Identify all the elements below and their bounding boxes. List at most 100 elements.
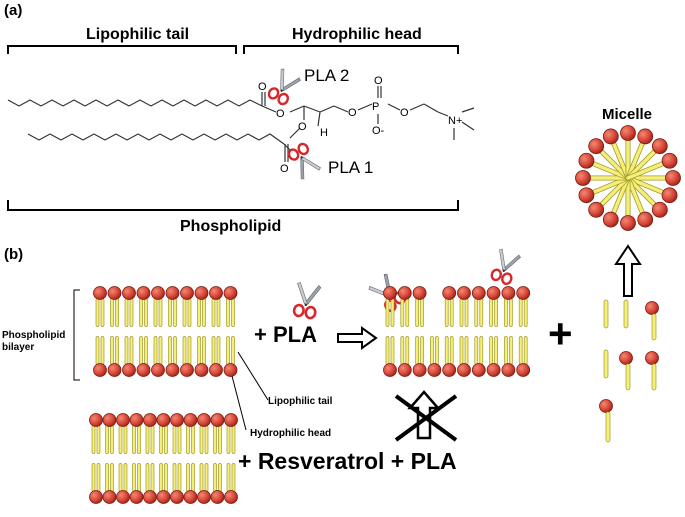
lipid-tail — [137, 425, 141, 454]
lipid-tail — [124, 298, 129, 327]
callout-lines — [73, 289, 269, 431]
atom-o-ester-upper: O — [276, 108, 285, 120]
lipid-head — [661, 187, 678, 204]
scissor-handle — [297, 142, 310, 156]
phospholipid-bilayer — [93, 286, 238, 377]
lipid-head — [165, 286, 180, 300]
lipid-head — [602, 128, 619, 145]
lipid-tail — [96, 425, 101, 454]
lipid-tail — [118, 463, 123, 492]
lipid-tail — [182, 298, 187, 327]
lipid-tail — [95, 336, 100, 365]
hydrophilic-head-callout: Hydrophilic head — [250, 428, 332, 439]
plus-sign: + — [548, 310, 573, 357]
lipid-head — [93, 363, 107, 377]
lipid-head — [107, 286, 122, 300]
lipid-tail — [415, 298, 419, 327]
lipid-tail — [216, 298, 221, 327]
arrow-up-to-micelle — [614, 244, 642, 297]
pla2-scissors-icon — [267, 68, 301, 106]
scissor-handle — [277, 92, 290, 106]
lipid-tail — [509, 336, 513, 365]
lipid-head — [223, 363, 238, 377]
lipid-head — [645, 301, 659, 315]
micelle-label: Micelle — [602, 106, 653, 123]
lipid-tail — [100, 298, 105, 327]
lipid-tail — [518, 298, 523, 327]
lipid-head — [578, 187, 595, 204]
lipid-tail — [172, 425, 177, 454]
lipid-tail — [191, 463, 195, 492]
lipid-tail — [159, 463, 163, 492]
lipid-tail — [430, 336, 434, 365]
lipid-tail — [186, 463, 190, 492]
lipid-head — [116, 490, 130, 504]
lipid-tail — [177, 463, 182, 492]
lipid-head — [136, 363, 151, 377]
lipid-head — [151, 286, 165, 300]
lipid-tail — [115, 298, 119, 327]
scissor-handle — [501, 272, 513, 285]
lipid-head — [412, 286, 427, 300]
scissor-pivot — [304, 303, 308, 307]
lipid-tail — [177, 425, 182, 454]
lipid-tail — [110, 425, 114, 454]
lipid-tail — [204, 425, 209, 454]
arrow-right — [337, 326, 378, 350]
lipid-tail — [168, 336, 172, 365]
lipid-tail — [651, 363, 657, 391]
lipid-head — [183, 490, 198, 504]
lipid-tail — [139, 298, 143, 327]
lipid-tail — [158, 298, 163, 327]
lipid-tail — [197, 336, 201, 365]
lower-fatty-acid-chain — [27, 133, 285, 145]
panel-b-label: (b) — [4, 246, 24, 263]
lipid-head — [412, 363, 427, 377]
lipid-tail — [449, 336, 454, 365]
lipid-tail — [226, 298, 230, 327]
lipid-tail — [91, 425, 96, 454]
lipid-tail — [123, 425, 128, 454]
lipid-tail — [150, 425, 155, 454]
lipid-tail — [489, 298, 493, 327]
lipid-head — [223, 286, 238, 300]
lipid-tail — [385, 298, 390, 327]
lipid-tail — [444, 336, 449, 365]
lipid-head — [129, 413, 144, 427]
lipophilic-tail-callout: Lipophilic tail — [268, 396, 333, 407]
lipid-tail — [390, 336, 395, 365]
lipid-head — [209, 363, 223, 377]
lipid-tail — [504, 336, 508, 365]
lipid-tail — [168, 298, 172, 327]
lipid-tail — [435, 336, 439, 365]
lipid-head — [383, 363, 397, 377]
lipid-head — [89, 413, 103, 427]
scissor-pivot — [300, 156, 303, 159]
lipid-head — [575, 170, 591, 186]
pla-scissors-icon — [292, 281, 322, 320]
lipid-tail — [420, 298, 424, 327]
lipid-head — [156, 413, 171, 427]
lipid-head — [170, 490, 184, 504]
lipid-head — [197, 413, 211, 427]
lipid-head — [486, 286, 501, 300]
lipid-tail — [199, 425, 204, 454]
lipid-tail — [164, 425, 168, 454]
lipid-tail — [518, 336, 523, 365]
lipid-tail — [216, 336, 221, 365]
lipid-tail — [218, 425, 222, 454]
lipid-tail — [385, 336, 390, 365]
lipid-tail — [124, 336, 129, 365]
scissor-pivot — [502, 269, 505, 272]
lipophilic-tail-label: Lipophilic tail — [86, 26, 190, 43]
lipid-head — [602, 211, 619, 228]
free-lipids — [599, 299, 659, 443]
atom-o-minus: O- — [372, 125, 385, 137]
lipid-tail — [182, 336, 187, 365]
lipid-tail — [231, 336, 235, 365]
lipid-head — [620, 125, 636, 141]
lipid-tail — [145, 463, 150, 492]
lipid-head — [136, 286, 151, 300]
lipid-tail — [603, 299, 609, 329]
lipid-head — [102, 490, 117, 504]
